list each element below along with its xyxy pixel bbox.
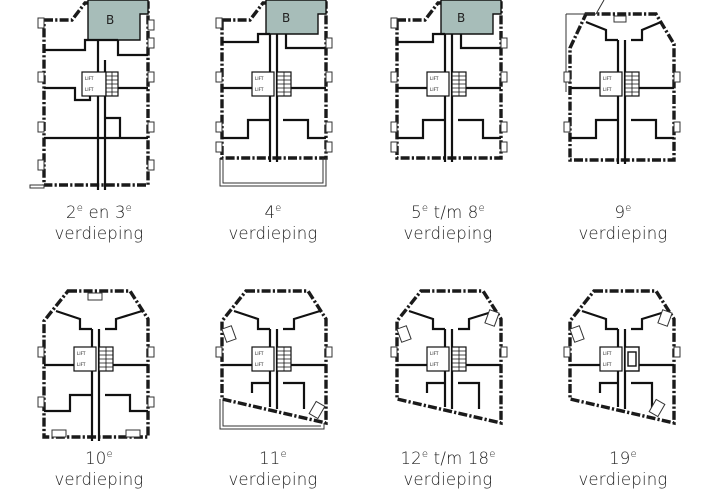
lift-core: LIFT LIFT — [426, 71, 467, 97]
lift-core: LIFT LIFT — [426, 346, 467, 372]
balcony-terrace — [219, 158, 327, 187]
floor-label-11e: 11e verdieping — [228, 449, 318, 489]
lift-core: LIFT LIFT — [251, 71, 292, 97]
floorplan-11e: LIFT LIFT — [215, 289, 333, 430]
floorplan-10e: LIFT LIFT — [37, 289, 155, 441]
building-b-block: B — [440, 0, 502, 35]
balcony-terrace — [219, 399, 325, 430]
floorplan-2e-3e: B LIFT LIFT — [29, 0, 155, 190]
svg-text:B: B — [282, 11, 290, 25]
svg-text:LIFT: LIFT — [603, 76, 612, 81]
lift-core: LIFT LIFT — [73, 346, 114, 372]
floorplan-12e-18e: LIFT LIFT — [390, 289, 508, 426]
floorplan-4e: B LIFT LIFT — [215, 0, 333, 187]
svg-text:LIFT: LIFT — [255, 362, 264, 367]
lift-core: LIFT LIFT — [81, 71, 119, 97]
floor-label-10e: 10e verdieping — [54, 449, 144, 489]
svg-text:LIFT: LIFT — [85, 76, 94, 81]
svg-text:LIFT: LIFT — [430, 76, 439, 81]
svg-text:LIFT: LIFT — [85, 87, 94, 92]
svg-text:LIFT: LIFT — [603, 351, 612, 356]
lift-core: LIFT LIFT — [251, 346, 292, 372]
floor-label-2e-3e: 2e en 3e verdieping — [54, 203, 144, 243]
floor-label-9e: 9e verdieping — [578, 203, 668, 243]
building-letter: B — [106, 13, 114, 27]
building-b-block: B — [265, 0, 327, 35]
svg-text:LIFT: LIFT — [255, 87, 264, 92]
floor-label-19e: 19e verdieping — [578, 449, 668, 489]
svg-text:LIFT: LIFT — [77, 362, 86, 367]
svg-text:LIFT: LIFT — [430, 362, 439, 367]
floor-label-4e: 4e verdieping — [228, 203, 318, 243]
lift-core: LIFT LIFT — [599, 71, 640, 97]
floor-label-12e-18e: 12e t/m 18e verdieping — [400, 449, 496, 489]
floorplan-9e: LIFT LIFT — [563, 0, 681, 164]
svg-text:LIFT: LIFT — [430, 87, 439, 92]
floorplan-19e: LIFT LIFT — [563, 289, 681, 426]
floorplan-5e-8e: B LIFT LIFT — [390, 0, 508, 162]
svg-text:LIFT: LIFT — [255, 76, 264, 81]
svg-text:LIFT: LIFT — [430, 351, 439, 356]
lift-core: LIFT LIFT — [599, 346, 640, 372]
svg-text:LIFT: LIFT — [255, 351, 264, 356]
svg-text:LIFT: LIFT — [603, 87, 612, 92]
building-b-block: B — [87, 0, 149, 41]
floor-label-5e-8e: 5e t/m 8e verdieping — [403, 203, 493, 243]
svg-text:B: B — [457, 11, 465, 25]
svg-text:LIFT: LIFT — [603, 362, 612, 367]
svg-text:LIFT: LIFT — [77, 351, 86, 356]
